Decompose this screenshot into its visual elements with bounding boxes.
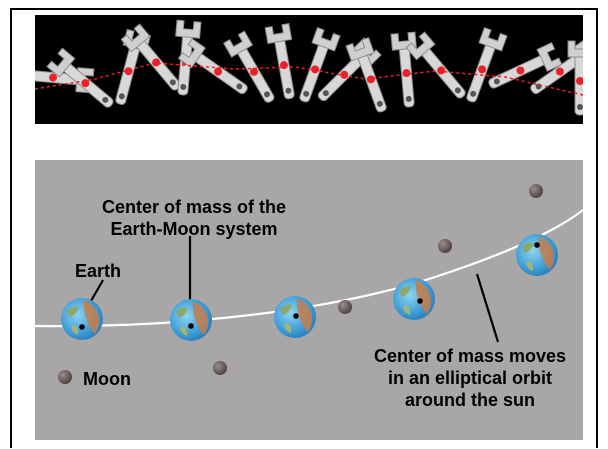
earth-label: Earth	[75, 260, 121, 282]
center-of-mass-dot	[534, 242, 540, 248]
earth-moon-panel: Center of mass of the Earth-Moon system …	[35, 160, 583, 440]
center-of-mass-dot	[188, 323, 194, 329]
earth-icon	[61, 298, 103, 340]
center-mass-label-line1: Center of mass of the	[89, 196, 299, 218]
center-mass-label-line2: Earth-Moon system	[89, 218, 299, 240]
orbit-label-line1: Center of mass moves	[365, 345, 575, 367]
earth-icon	[516, 234, 558, 276]
moon-icon	[338, 300, 352, 314]
center-of-mass-dot	[79, 324, 85, 330]
moon-icon	[529, 184, 543, 198]
earth-icon	[170, 299, 212, 341]
moon-icon	[438, 239, 452, 253]
center-of-mass-dot	[293, 313, 299, 319]
moon-icon	[58, 370, 72, 384]
center-mass-label: Center of mass of the Earth-Moon system	[89, 196, 299, 240]
orbit-label-line2: in an elliptical orbit	[365, 367, 575, 389]
moon-icon	[213, 361, 227, 375]
earth-icon	[393, 278, 435, 320]
wrench-sequence-panel	[35, 15, 583, 124]
wrench-icon	[459, 28, 507, 106]
orbit-pointer-line	[477, 274, 498, 342]
orbit-label-line3: around the sun	[365, 389, 575, 411]
wrench-icon	[485, 43, 562, 96]
moon-label: Moon	[83, 368, 131, 390]
orbit-label: Center of mass moves in an elliptical or…	[365, 345, 575, 411]
wrench-sequence-illustration	[35, 15, 583, 124]
wrench-icon	[265, 24, 301, 101]
center-of-mass-dot	[417, 298, 423, 304]
wrench-icon	[568, 41, 583, 115]
wrench-icon	[391, 32, 421, 108]
